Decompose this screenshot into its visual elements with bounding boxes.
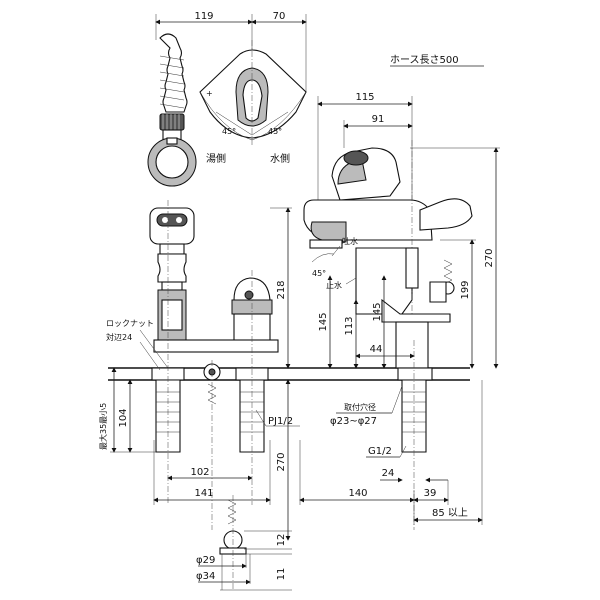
dim-218: 218 <box>276 280 287 299</box>
g-label: G1/2 <box>368 446 392 457</box>
dim-113: 113 <box>344 316 355 335</box>
dim-85-min: 85 以上 <box>432 507 468 519</box>
lock-nut-label: ロックナット <box>106 319 154 328</box>
side-view: 45° <box>303 140 473 530</box>
pj-label: PJ1/2 <box>268 416 293 427</box>
dim-115: 115 <box>355 92 374 103</box>
dim-104: 104 <box>118 408 129 427</box>
dim-102: 102 <box>190 467 209 478</box>
dim-145-left: 145 <box>318 312 329 331</box>
dim-44: 44 <box>370 344 383 355</box>
dim-11: 11 <box>276 568 287 581</box>
right-top-dims: 115 91 <box>317 92 413 210</box>
dim-119: 119 <box>194 11 213 22</box>
hot-mark: + <box>206 89 213 98</box>
stop-leader <box>345 277 357 285</box>
dim-141: 141 <box>194 488 213 499</box>
max-thickness-label: 最大35最小5 <box>98 403 108 450</box>
dim-91: 91 <box>372 114 385 125</box>
dim-199: 199 <box>460 280 471 299</box>
dim-270-lower: 270 <box>276 452 287 471</box>
label-cold-side: 水側 <box>270 152 290 165</box>
dim-70: 70 <box>273 11 286 22</box>
hose-length-label: ホース長さ500 <box>390 54 459 66</box>
label-hot-side: 湯側 <box>206 152 226 165</box>
angle-right: 45° <box>268 127 282 136</box>
pj-leader-angle <box>255 409 267 427</box>
dim-phi34: φ34 <box>196 571 215 582</box>
lock-nut-size: 対辺24 <box>106 332 132 342</box>
dim-phi29: φ29 <box>196 555 215 566</box>
dim-12: 12 <box>276 534 287 547</box>
front-view <box>108 200 470 590</box>
g-leader <box>399 445 407 458</box>
bottom-nut-dims: 12 11 φ29 φ34 <box>196 530 292 591</box>
label-stop: 止水 <box>326 280 342 290</box>
label-spout: 吐水 <box>342 236 358 246</box>
left-vertical-dims: 最大35最小5 104 <box>98 367 156 453</box>
spout-leader <box>331 245 341 257</box>
lever-top-view: 45° 45° + 湯側 水側 <box>199 40 307 165</box>
shower-top-view <box>147 33 197 187</box>
height-dims-left: 218 270 <box>270 207 292 541</box>
dim-270-upper: 270 <box>484 248 495 267</box>
lock-nut-callout: ロックナット 対辺24 <box>106 319 169 371</box>
bottom-left-dims: 102 141 <box>153 440 271 505</box>
mount-hole-leader <box>391 385 403 414</box>
mount-hole-label: 取付穴径 <box>344 402 376 412</box>
right-height-dims: 145 113 145 199 270 <box>318 147 500 369</box>
angle-lever: 45° <box>312 269 326 278</box>
bottom-right-dims: 24 140 39 85 以上 <box>299 380 483 525</box>
dim-24: 24 <box>382 468 395 479</box>
angle-left: 45° <box>222 127 236 136</box>
dim-145-right: 145 <box>372 302 383 321</box>
mount-hole-range: φ23~φ27 <box>330 416 377 427</box>
dim-140: 140 <box>348 488 367 499</box>
dim-39: 39 <box>424 488 437 499</box>
top-dims: 119 70 <box>155 11 307 135</box>
